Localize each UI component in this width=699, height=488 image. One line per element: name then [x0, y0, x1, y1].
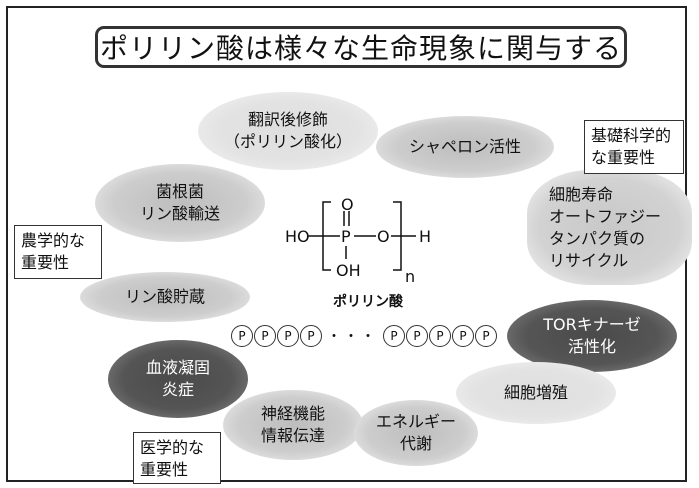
diagram-title: ポリリン酸は様々な生命現象に関与する: [95, 26, 627, 68]
atom-p: P: [341, 227, 351, 246]
atom-h: H: [419, 227, 431, 246]
blob-blood: 血液凝固 炎症: [108, 340, 248, 418]
phosphate-unit: P: [300, 325, 322, 347]
atom-oh: OH: [336, 261, 361, 280]
structure-name: ポリリン酸: [333, 294, 403, 310]
category-medicine: 医学的な 重要性: [133, 432, 221, 484]
atom-o-right: O: [377, 227, 390, 246]
atom-ho: HO: [285, 227, 310, 246]
phosphate-unit: P: [406, 325, 428, 347]
blob-chaperone: シャペロン活性: [376, 116, 554, 178]
category-basic-science: 基礎科学的 な重要性: [584, 120, 684, 174]
blob-mycorrhiza: 菌根菌 リン酸輸送: [95, 164, 265, 242]
blob-proliferation: 細胞増殖: [456, 362, 616, 424]
category-agriculture: 農学的な 重要性: [14, 225, 102, 279]
phosphate-unit: P: [475, 325, 497, 347]
phosphate-unit: P: [383, 325, 405, 347]
phosphate-unit: P: [254, 325, 276, 347]
chain-ellipsis: ・・・: [327, 329, 378, 345]
blob-cell-life: 細胞寿命 オートファジー タンパク質の リサイクル: [527, 170, 692, 285]
blob-translation: 翻訳後修飾 （ポリリン酸化）: [198, 92, 378, 170]
phosphate-unit: P: [277, 325, 299, 347]
phosphate-unit: P: [231, 325, 253, 347]
phosphate-unit: P: [452, 325, 474, 347]
blob-neural: 神経機能 情報伝達: [223, 390, 363, 460]
subscript-n: n: [405, 267, 415, 286]
blob-tor-kinase: TORキナーゼ 活性化: [507, 300, 677, 372]
phosphate-unit: P: [429, 325, 451, 347]
blob-phosphate-storage: リン酸貯蔵: [80, 272, 250, 322]
polyphosphate-structure: HO P O O H OH n: [285, 196, 431, 286]
atom-o-top: O: [341, 196, 354, 214]
blob-energy: エネルギー 代謝: [354, 400, 478, 466]
phosphate-chain: P P P P ・・・ P P P P P: [231, 323, 497, 349]
